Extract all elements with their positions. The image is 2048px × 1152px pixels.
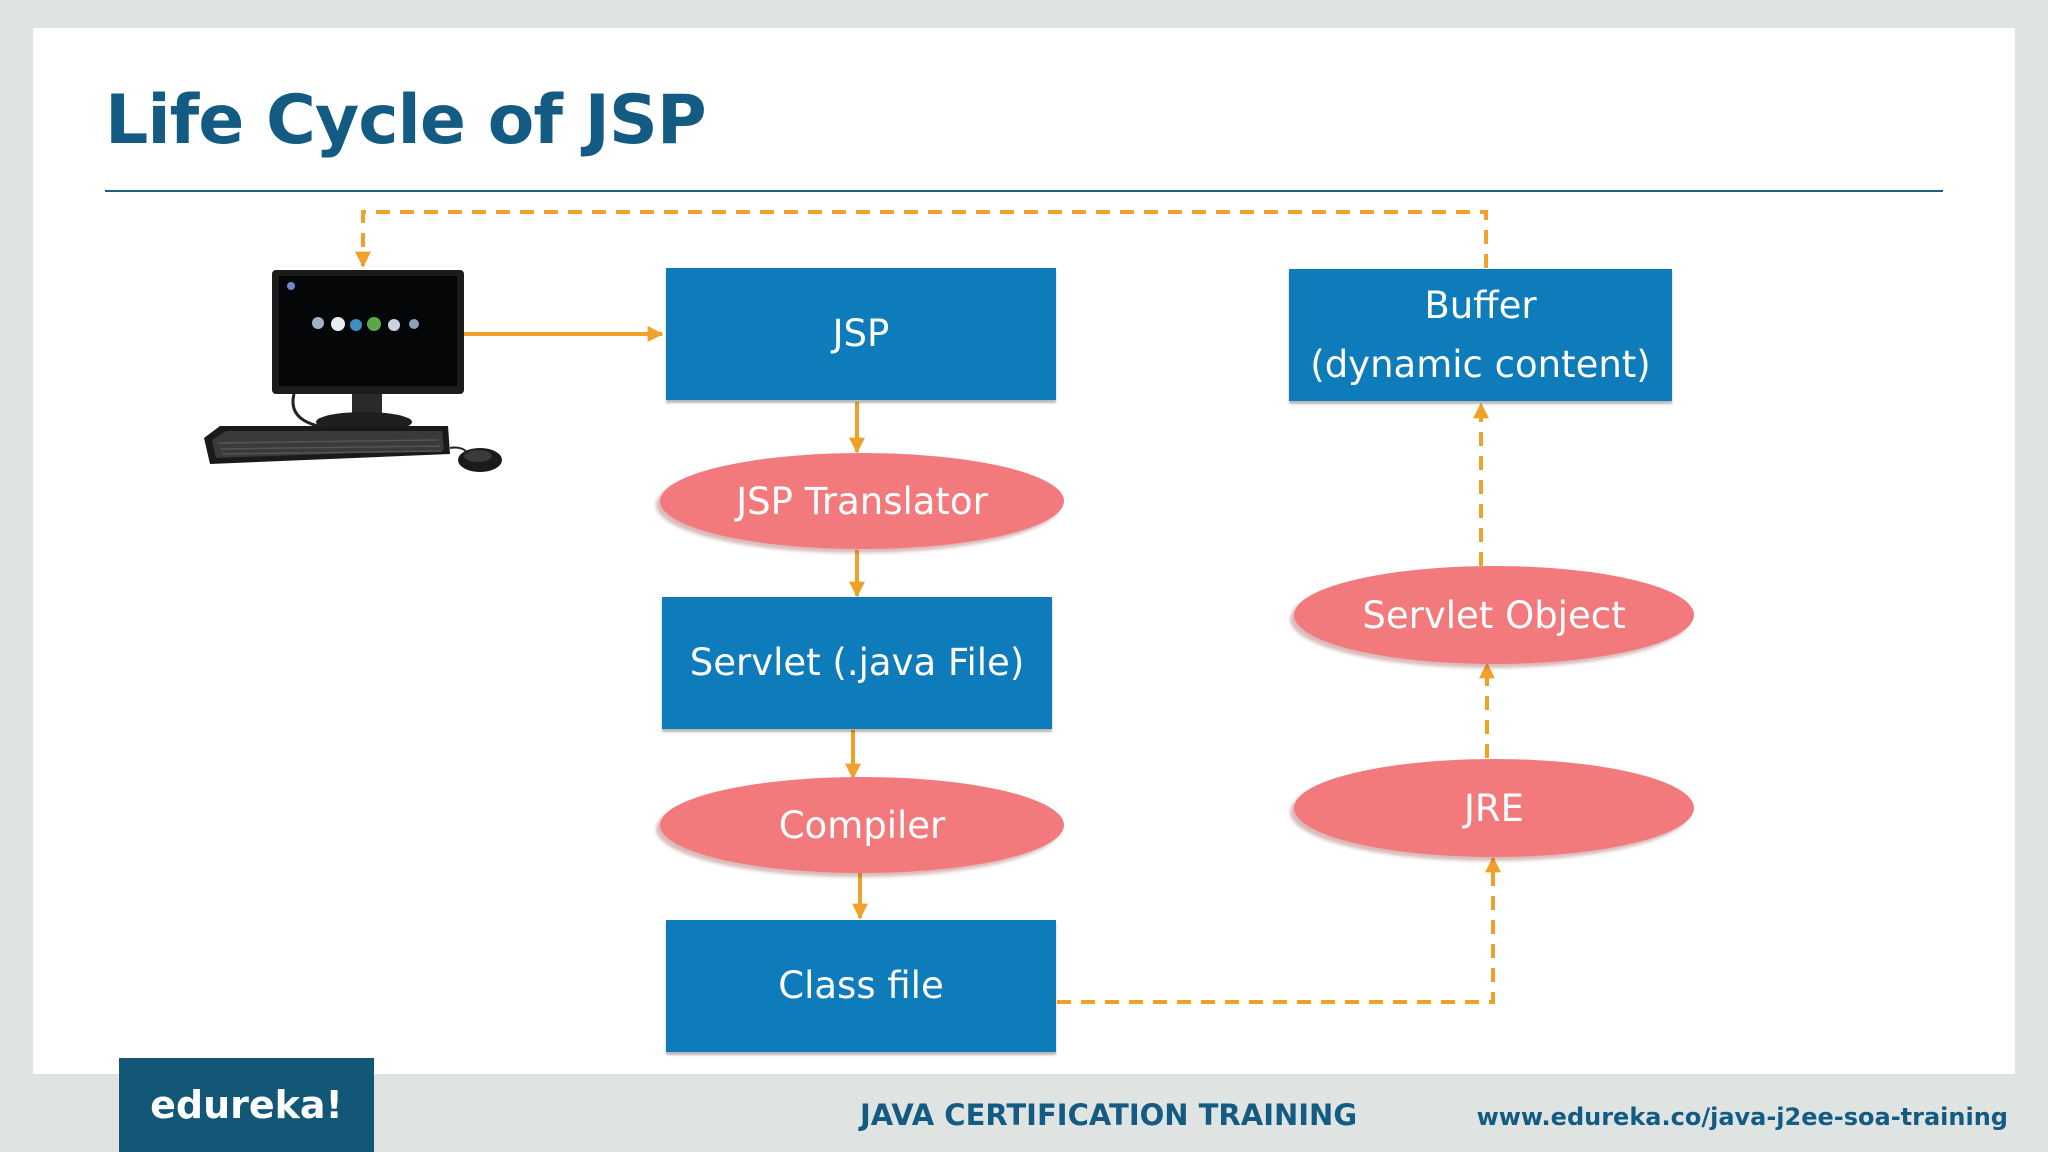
buffer-label-line2: (dynamic content) <box>1310 343 1651 386</box>
title-divider <box>105 190 1943 192</box>
jre-ellipse: JRE <box>1294 759 1694 857</box>
buffer-box: Buffer (dynamic content) <box>1289 269 1672 401</box>
edureka-logo: edureka! <box>119 1058 374 1152</box>
jsp-label: JSP <box>832 312 890 356</box>
class-file-label: Class file <box>778 964 944 1008</box>
class-file-box: Class file <box>666 920 1056 1052</box>
compiler-ellipse: Compiler <box>660 777 1064 873</box>
servlet-object-ellipse: Servlet Object <box>1294 566 1694 664</box>
arrow-buffer-to-computer <box>355 210 1488 268</box>
servlet-object-label: Servlet Object <box>1362 593 1626 637</box>
jsp-translator-label: JSP Translator <box>736 479 988 523</box>
footer-course-title: JAVA CERTIFICATION TRAINING <box>860 1098 1358 1132</box>
arrow-classfile-to-jre <box>1057 856 1501 1004</box>
servlet-java-file-label: Servlet (.java File) <box>689 641 1025 685</box>
buffer-label-line1: Buffer <box>1424 283 1537 327</box>
content-panel <box>33 28 2015 1074</box>
footer-url[interactable]: www.edureka.co/java-j2ee-soa-training <box>1476 1103 2008 1131</box>
servlet-java-file-box: Servlet (.java File) <box>662 597 1052 729</box>
desktop-computer-icon <box>204 270 502 472</box>
compiler-label: Compiler <box>778 803 946 847</box>
slide-title: Life Cycle of JSP <box>105 81 707 160</box>
jre-label: JRE <box>1464 786 1524 830</box>
jsp-box: JSP <box>666 268 1056 400</box>
logo-text: edureka! <box>150 1083 343 1127</box>
jsp-translator-ellipse: JSP Translator <box>660 453 1064 549</box>
